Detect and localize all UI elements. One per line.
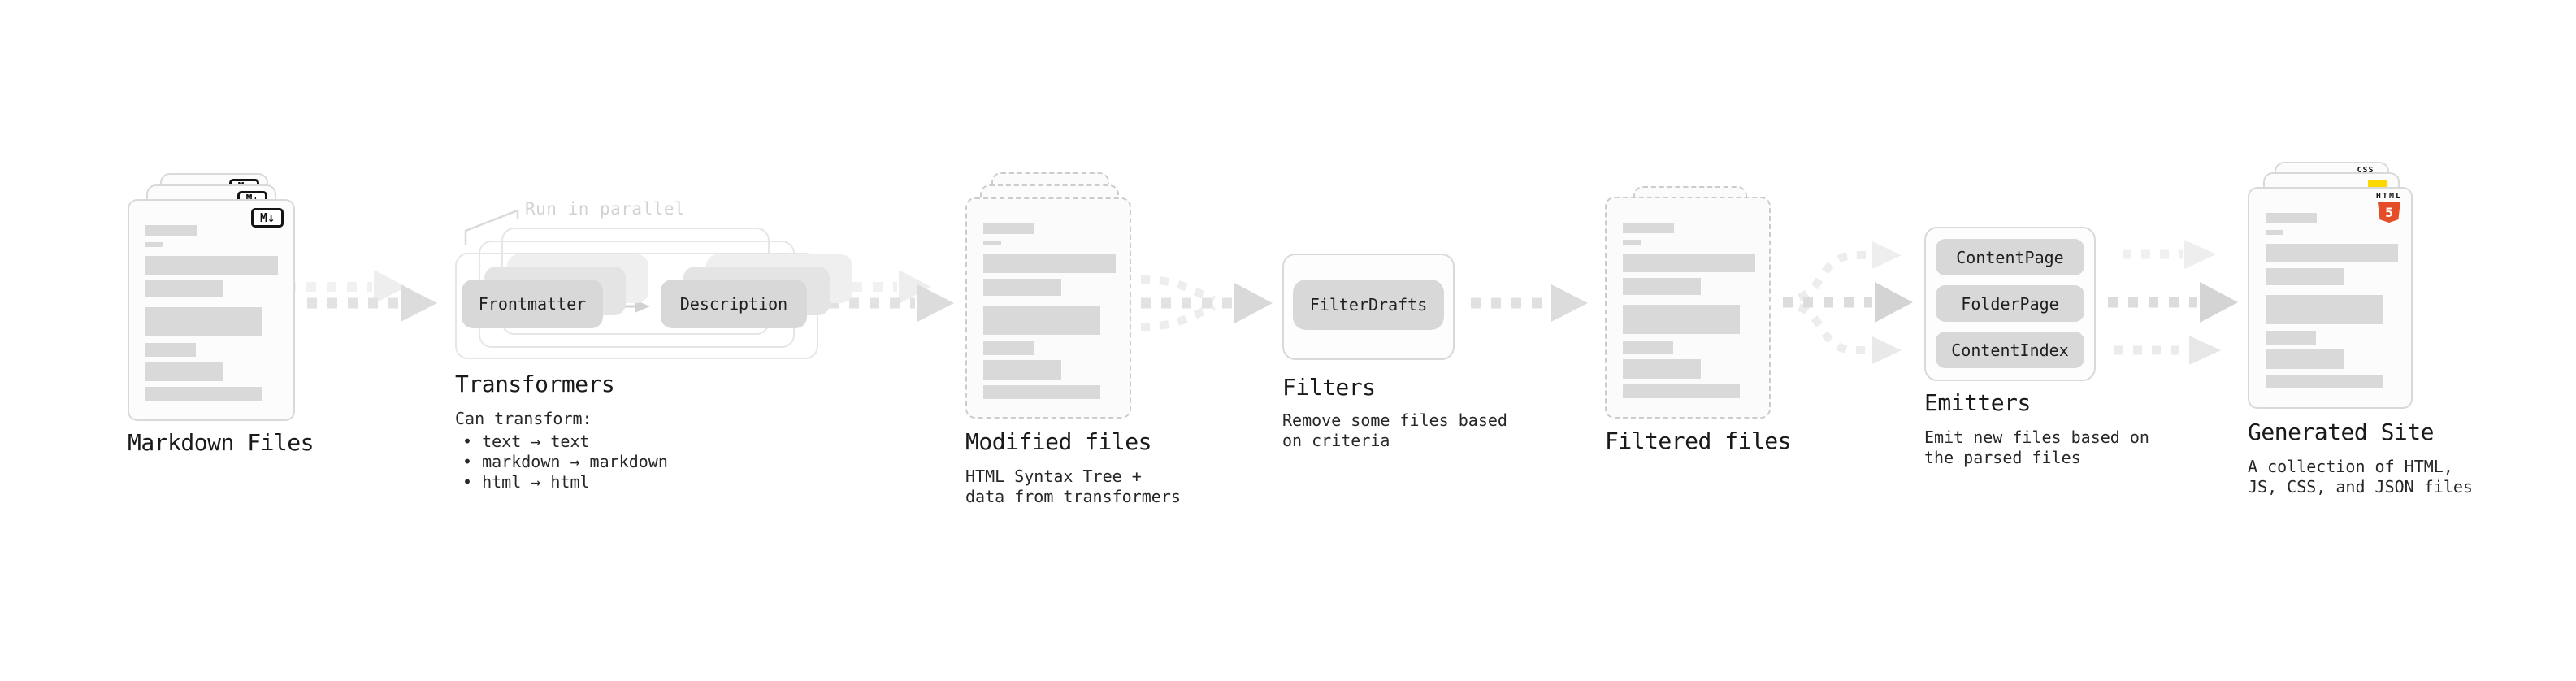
arrow-modified-to-filters	[1140, 275, 1273, 331]
placeholder-text-line	[983, 241, 1001, 245]
folderpage-pill: FolderPage	[1936, 285, 2084, 322]
placeholder-text-line	[983, 360, 1061, 380]
css-icon-label: CSS	[2357, 166, 2374, 175]
placeholder-text-line	[145, 343, 196, 357]
modified-files-stack	[965, 172, 1131, 420]
placeholder-text-line	[1623, 223, 1674, 233]
placeholder-text-line	[2266, 349, 2344, 369]
emitters-panel: ContentPage FolderPage ContentIndex	[1924, 227, 2096, 381]
filters-panel: FilterDrafts	[1282, 254, 1455, 360]
placeholder-text-line	[2266, 230, 2283, 235]
transformers-title: Transformers	[455, 371, 615, 397]
html5-icon-label: HTML	[2375, 192, 2402, 201]
placeholder-text-line	[145, 225, 197, 236]
transformers-bullet: • html → html	[462, 472, 590, 492]
arrow-emitters-to-generated	[2108, 240, 2238, 365]
frontmatter-pill: Frontmatter	[462, 280, 603, 328]
placeholder-text-line	[1623, 278, 1701, 295]
transformers-bullet: • text → text	[462, 432, 590, 451]
placeholder-text-line	[983, 385, 1100, 399]
placeholder-text-line	[145, 280, 223, 297]
arrow-filtered-to-emitters	[1783, 241, 1913, 364]
markdown-files-title: Markdown Files	[128, 429, 314, 456]
placeholder-text-line	[2266, 295, 2383, 324]
modified-files-title: Modified files	[965, 428, 1152, 455]
placeholder-text-line	[145, 362, 223, 381]
placeholder-text-line	[1623, 384, 1740, 398]
placeholder-text-line	[1623, 359, 1701, 379]
placeholder-text-line	[145, 307, 262, 336]
emitters-title: Emitters	[1924, 389, 2031, 416]
transformers-bullet: • markdown → markdown	[462, 452, 668, 471]
arrow-filters-to-filtered	[1471, 284, 1588, 322]
filters-caption: Remove some files based on criteria	[1282, 410, 1507, 450]
placeholder-text-line	[983, 306, 1100, 335]
emitters-caption: Emit new files based on the parsed files	[1924, 427, 2149, 467]
placeholder-text-line	[983, 341, 1034, 355]
run-in-parallel-note: Run in parallel	[525, 199, 686, 219]
generated-site-stack: CSS HTML 5	[2248, 162, 2413, 410]
filtered-file-front	[1605, 197, 1771, 419]
document-placeholder-lines	[967, 199, 1130, 417]
contentindex-pill: ContentIndex	[1936, 332, 2084, 368]
document-placeholder-lines	[1607, 198, 1769, 417]
filtered-files-title: Filtered files	[1605, 427, 1792, 454]
modified-file-front	[965, 197, 1131, 419]
placeholder-text-line	[1623, 340, 1673, 354]
placeholder-text-line	[2266, 268, 2344, 285]
transformers-bullet-list: • text → text • markdown → markdown • ht…	[462, 432, 668, 492]
placeholder-text-line	[983, 254, 1116, 273]
placeholder-text-line	[2266, 213, 2317, 223]
contentpage-pill: ContentPage	[1936, 239, 2084, 275]
modified-files-caption: HTML Syntax Tree + data from transformer…	[965, 466, 1181, 506]
placeholder-text-line	[2266, 331, 2316, 345]
document-placeholder-lines	[2249, 189, 2411, 407]
html5-shield-number: 5	[2385, 204, 2393, 220]
placeholder-text-line	[983, 279, 1061, 296]
placeholder-text-line	[983, 223, 1034, 234]
filtered-files-stack	[1605, 186, 1771, 422]
document-placeholder-lines	[129, 201, 293, 419]
placeholder-text-line	[1623, 240, 1641, 245]
placeholder-text-line	[145, 387, 262, 401]
html5-icon: HTML 5	[2376, 192, 2402, 223]
placeholder-text-line	[145, 256, 278, 275]
markdown-file-front: M↓	[128, 199, 295, 421]
transformers-caption-heading: Can transform:	[455, 409, 592, 428]
placeholder-text-line	[1623, 305, 1740, 334]
markdown-icon: M↓	[251, 208, 284, 228]
markdown-files-stack: M↓ M↓ M↓	[128, 173, 295, 421]
placeholder-text-line	[2266, 244, 2398, 262]
generated-site-title: Generated Site	[2248, 419, 2435, 445]
html5-shield: 5	[2377, 202, 2400, 223]
placeholder-text-line	[145, 242, 163, 247]
filters-title: Filters	[1282, 374, 1376, 401]
arrow-markdown-to-transformers	[286, 270, 437, 322]
placeholder-text-line	[1623, 254, 1755, 272]
generated-site-caption: A collection of HTML, JS, CSS, and JSON …	[2248, 457, 2473, 497]
description-pill: Description	[661, 280, 807, 328]
filterdrafts-pill: FilterDrafts	[1293, 280, 1444, 330]
placeholder-text-line	[2266, 375, 2383, 388]
html-file-front: HTML 5	[2248, 187, 2413, 409]
